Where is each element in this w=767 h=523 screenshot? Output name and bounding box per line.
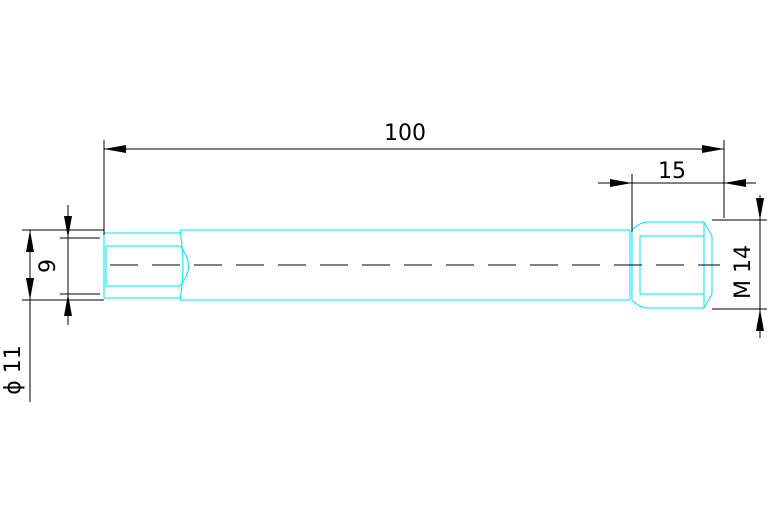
dimension-diameter [22,229,104,402]
dimension-thread-size [712,195,767,338]
overall-length-label: 100 [384,121,426,146]
thread-size-label: M 14 [731,245,756,299]
pin-height-label: 9 [36,259,61,273]
part-outline [103,221,713,309]
dimension-overall-length [103,140,725,235]
dimension-thread-length [598,174,756,232]
diameter-label: ϕ 11 [1,345,26,395]
dimension-pin-height [60,205,100,325]
thread-length-label: 15 [658,159,686,184]
